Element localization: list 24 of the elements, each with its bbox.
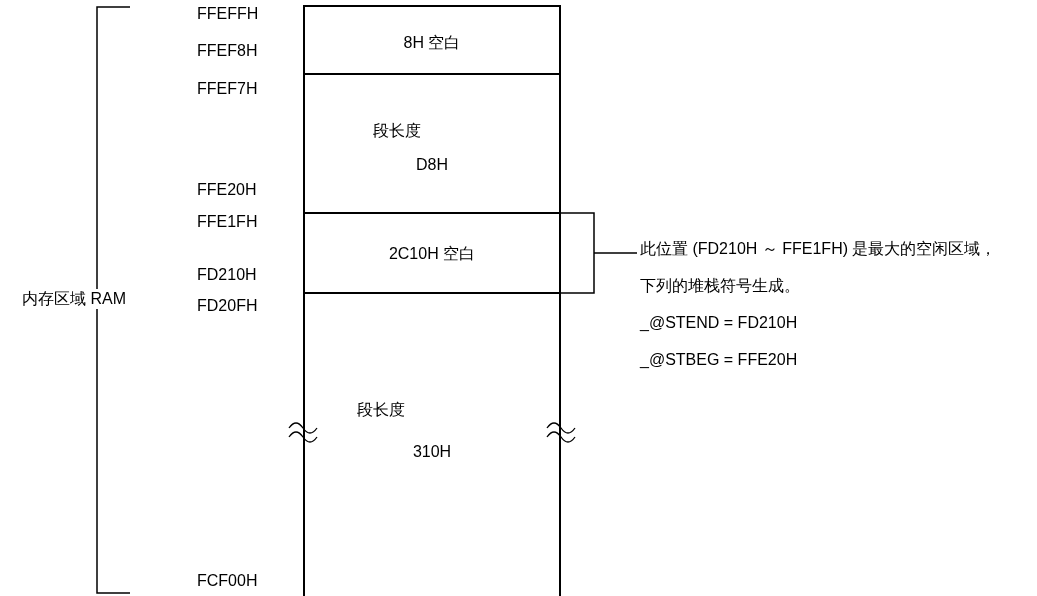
block-label: 8H 空白 xyxy=(402,33,462,53)
symbol-definition: _@STBEG = FFE20H xyxy=(640,350,799,370)
address-label: FCF00H xyxy=(197,571,258,591)
address-label: FFEF8H xyxy=(197,41,258,61)
address-label: FFE1FH xyxy=(197,212,258,232)
address-label: FFEFFH xyxy=(197,4,259,24)
address-label: FFE20H xyxy=(197,180,257,200)
block-label: D8H xyxy=(415,155,449,175)
segment-label: 段长度 xyxy=(357,400,405,420)
symbol-definition: _@STEND = FD210H xyxy=(640,313,799,333)
address-label: FD20FH xyxy=(197,296,258,316)
address-label: FD210H xyxy=(197,265,257,285)
region-label: 内存区域 RAM xyxy=(22,289,126,309)
memory-block xyxy=(303,212,561,294)
note-text: 下列的堆栈符号生成。 xyxy=(640,276,801,296)
bracket-connector xyxy=(559,212,638,294)
block-label: 2C10H 空白 xyxy=(387,244,477,264)
memory-block xyxy=(303,5,561,75)
note-text: 此位置 (FD210H ～ FFE1FH) 是最大的空闲区域， xyxy=(640,239,998,259)
memory-block xyxy=(303,73,561,214)
address-label: FFEF7H xyxy=(197,79,258,99)
segment-label: 段长度 xyxy=(373,121,421,141)
memory-block xyxy=(303,292,561,596)
block-label: 310H xyxy=(411,442,453,462)
